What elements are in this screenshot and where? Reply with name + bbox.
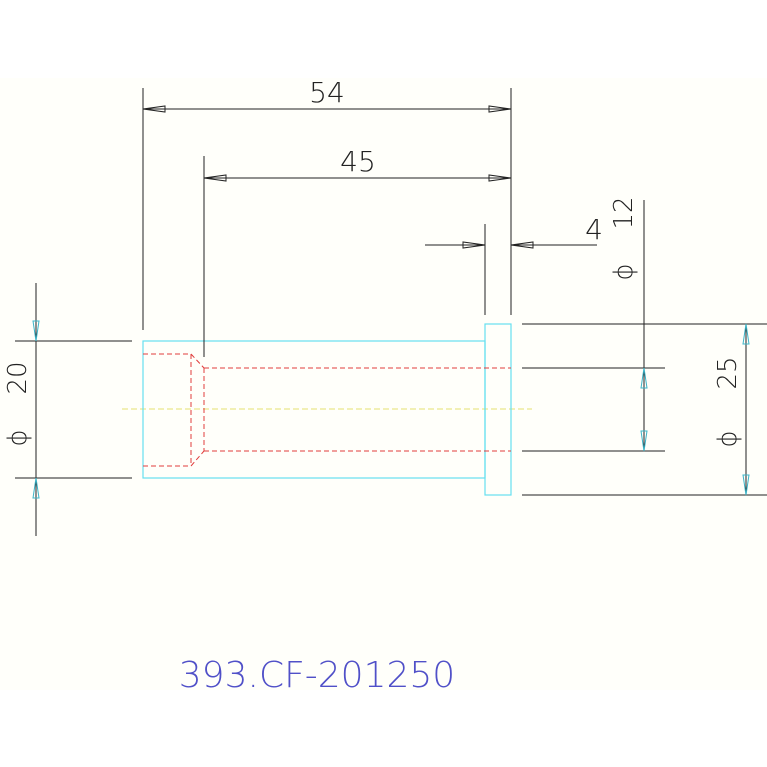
hidden-lines xyxy=(143,353,511,467)
arrow-12-top xyxy=(640,367,648,389)
arrow-4-right xyxy=(510,241,534,249)
arrowheads-cyan xyxy=(32,320,750,499)
dim-symbol-25: ϕ xyxy=(713,430,743,447)
arrow-54-left xyxy=(142,105,166,113)
arrow-4-left xyxy=(462,241,486,249)
drawing-sheet xyxy=(0,78,767,690)
arrow-20-bottom xyxy=(32,477,40,499)
dim-text-12: 12 xyxy=(609,196,639,229)
dim-text-45: 45 xyxy=(340,145,376,178)
dim-symbol-12: ϕ xyxy=(609,263,639,280)
dim-text-54: 54 xyxy=(309,76,345,109)
chamfer-top xyxy=(190,353,205,369)
arrow-45-right xyxy=(488,174,512,182)
dim-text-25: 25 xyxy=(713,356,743,389)
chamfer-bottom xyxy=(190,450,205,467)
part-outline xyxy=(142,323,512,496)
arrow-12-bottom xyxy=(640,430,648,452)
flange-outline xyxy=(484,323,512,496)
arrow-25-top xyxy=(742,323,750,345)
arrowheads-dark xyxy=(142,105,534,249)
dim-text-4: 4 xyxy=(585,213,603,246)
arrow-25-bottom xyxy=(742,474,750,496)
arrow-54-right xyxy=(488,105,512,113)
arrow-45-left xyxy=(203,174,227,182)
dim-text-20: 20 xyxy=(3,361,33,394)
dim-symbol-20: ϕ xyxy=(3,429,33,446)
dimension-lines xyxy=(15,88,767,536)
part-number-label: 393.CF-201250 xyxy=(179,655,455,696)
arrow-20-top xyxy=(32,320,40,342)
